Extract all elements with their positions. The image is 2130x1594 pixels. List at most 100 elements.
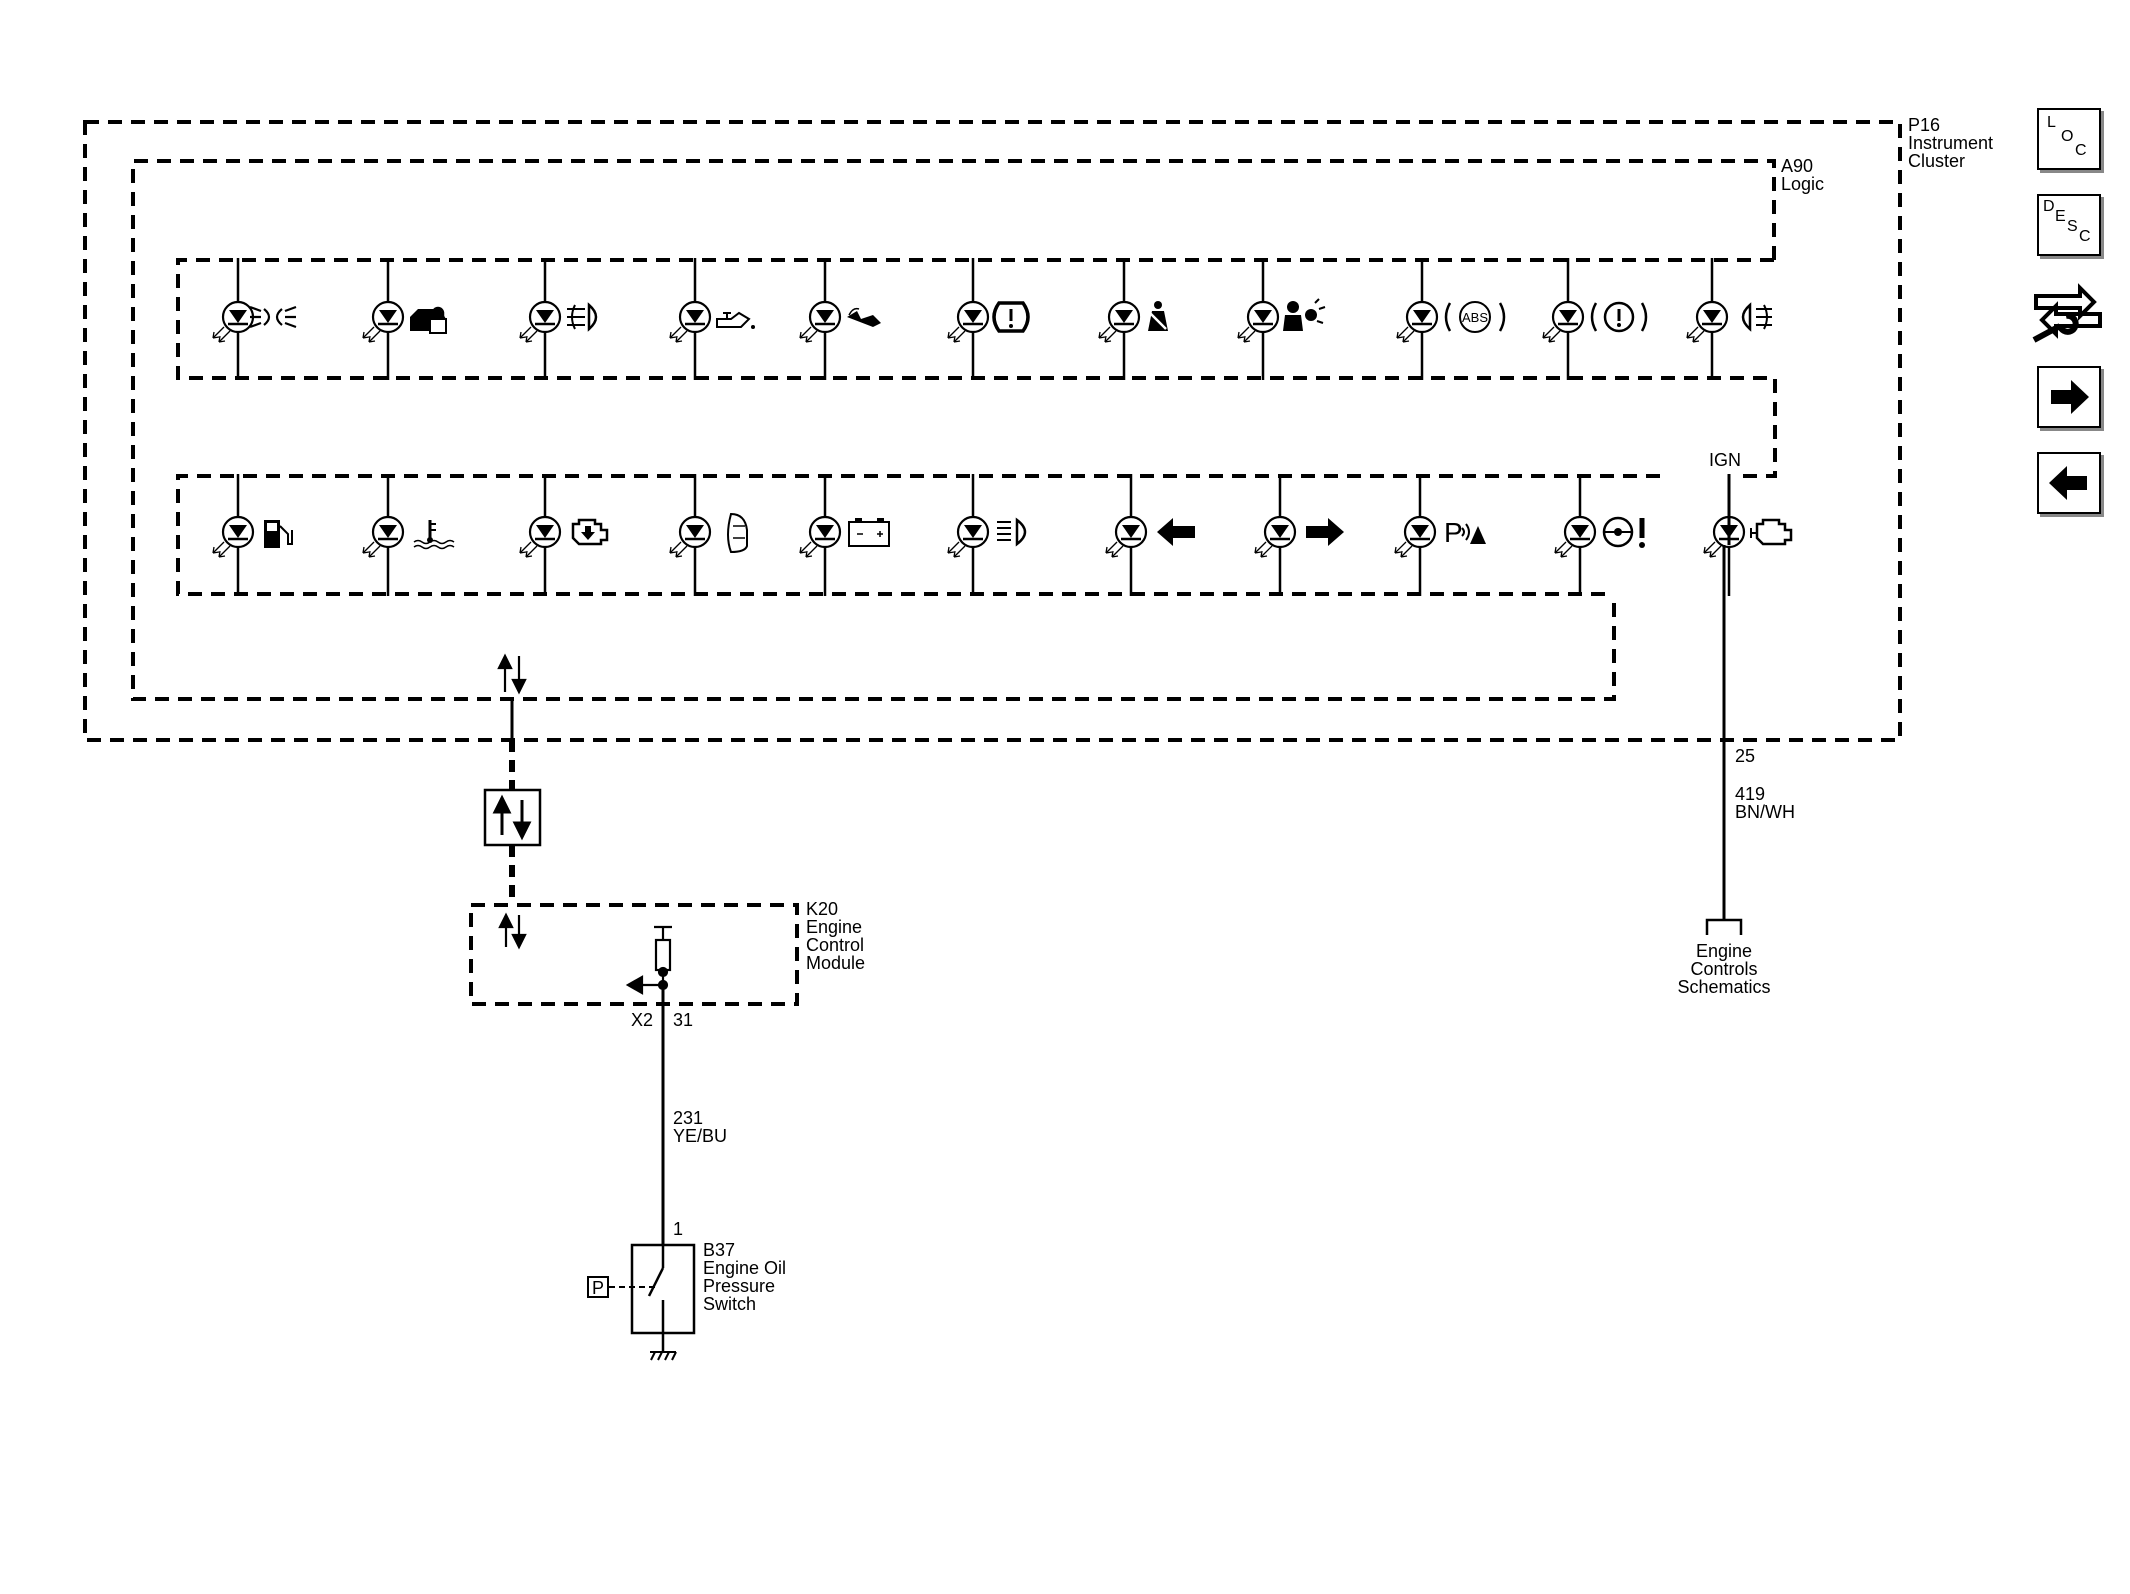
k20-serial-arrows-icon [498,912,527,950]
b37-label-line3: Switch [703,1294,756,1314]
indicator-lamp [211,258,297,380]
k20-label-line1: Engine [806,917,862,937]
security-lock-icon [410,306,447,334]
pin-25-label: 25 [1735,746,1755,766]
wire-231-color-label: YE/BU [673,1126,727,1146]
loc-letter-c: C [2075,142,2087,159]
desc-letter-e: E [2055,208,2066,225]
indicator-lamp [361,258,447,380]
indicator-lamp [211,474,293,596]
svg-text:P: P [1444,517,1463,548]
wire-419-color-label: BN/WH [1735,802,1795,822]
wrench-arrows-icon [2032,283,2102,343]
led-lamp-symbol-icon [798,515,842,559]
led-lamp-symbol-icon [211,515,255,559]
engine-fault-icon [571,518,609,546]
led-lamp-symbol-icon [1553,515,1597,559]
check-engine-icon [1750,518,1793,546]
led-lamp-symbol-icon [798,300,842,344]
led-lamp-symbol-icon [946,300,990,344]
tire-pressure-icon [992,301,1030,333]
washer-fluid-icon [847,307,881,327]
rear-fog-icon [567,302,598,332]
led-lamp-symbol-icon [1395,300,1439,344]
led-lamp-symbol-icon [518,515,562,559]
b37-engine-oil-pressure-switch: P [587,1243,696,1361]
indicator-row-bottom: P [211,474,1793,596]
engine-controls-label-line3: Schematics [1677,977,1770,997]
high-beam-icon [997,517,1027,547]
led-lamp-symbol-icon [518,300,562,344]
p16-label-line1: Instrument [1908,133,1993,153]
a90-logic-box [131,159,1776,701]
connector-stub-icon [1705,918,1743,935]
front-fog-icon [1741,302,1772,332]
indicator-lamp: ABS [1395,258,1506,380]
a90-ref-label: A90 [1781,156,1813,176]
led-lamp-symbol-icon [668,515,712,559]
indicator-lamp [361,474,455,596]
repair-procedure-button[interactable] [2030,274,2106,348]
k20-label-line2: Control [806,935,864,955]
next-page-button[interactable] [2037,366,2101,428]
seatbelt-icon [1148,301,1168,331]
a90-label-line1: Logic [1781,174,1824,194]
indicator-row-top: ABS [211,258,1772,380]
led-lamp-symbol-icon [1253,515,1297,559]
desc-letter-c: C [2079,228,2091,245]
turn-left-icon [1157,518,1195,546]
b37-label-line1: Engine Oil [703,1258,786,1278]
previous-page-button[interactable] [2037,452,2101,514]
brake-warning-icon [1590,301,1648,333]
engine-controls-label-line2: Controls [1690,959,1757,979]
loc-letter-o: O [2061,128,2074,145]
led-lamp-symbol-icon [361,300,405,344]
led-lamp-symbol-icon [1104,515,1148,559]
k20-engine-control-module [469,903,799,1245]
turn-right-icon [1306,518,1344,546]
engine-controls-label-line1: Engine [1696,941,1752,961]
wire-231-label: 231 [673,1108,703,1128]
p16-ref-label: P16 [1908,115,1940,135]
indicator-lamp [798,258,881,380]
indicator-lamp [1236,258,1326,380]
indicator-lamp [668,474,748,596]
indicator-lamp: P [1393,474,1486,596]
pressure-symbol-icon [587,1276,609,1298]
park-assist-icon: P [1444,517,1486,548]
led-lamp-symbol-icon [946,515,990,559]
led-lamp-symbol-icon [1236,300,1280,344]
oil-pressure-icon [716,311,755,329]
indicator-lamp [668,258,755,380]
p16-instrument-cluster-box [83,120,1902,742]
k20-label-line3: Module [806,953,865,973]
indicator-lamp [518,258,598,380]
description-button[interactable]: D E S C [2037,194,2101,256]
low-fuel-icon [264,520,293,548]
pressure-symbol-label: P [592,1278,604,1298]
led-lamp-symbol-icon [211,300,255,344]
led-lamp-symbol-icon [1685,300,1729,344]
desc-letter-s: S [2067,218,2078,235]
airbag-icon [1283,298,1326,331]
indicator-row-bottom-box [176,474,1660,596]
desc-letter-d: D [2043,198,2055,215]
indicator-lamp [1097,258,1168,380]
serial-data-link [483,653,542,905]
abs-icon: ABS [1444,301,1506,333]
component-labels: P16 Instrument Cluster A90 Logic IGN 25 … [631,115,1993,1314]
door-ajar-icon [727,512,748,554]
pin-31-label: 31 [673,1010,693,1030]
b37-ref-label: B37 [703,1240,735,1260]
p16-label-line2: Cluster [1908,151,1965,171]
wire-419-label: 419 [1735,784,1765,804]
battery-icon [848,518,890,547]
indicator-lamp [1104,474,1195,596]
pin-1-label: 1 [673,1219,683,1239]
svg-text:ABS: ABS [1462,310,1488,325]
location-button[interactable]: L O C [2037,108,2101,170]
arrow-right-icon [2051,380,2089,414]
ign-label: IGN [1709,450,1741,470]
led-lamp-symbol-icon [1393,515,1437,559]
led-lamp-symbol-icon [1097,300,1141,344]
